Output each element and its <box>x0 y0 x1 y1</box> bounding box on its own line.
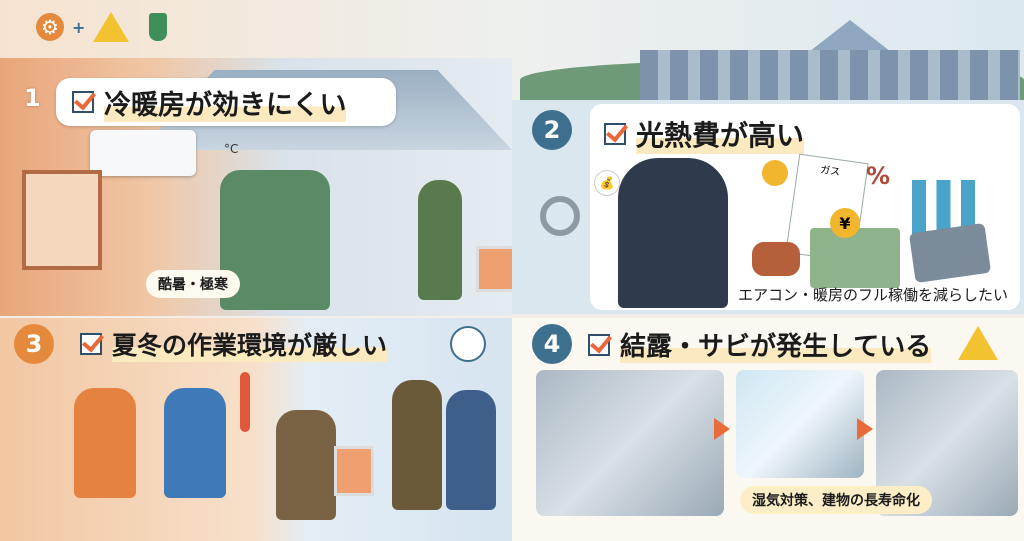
warning-icon <box>93 12 130 42</box>
worker-vest-orange-illustration <box>74 388 136 498</box>
heater-illustration <box>334 446 374 496</box>
panel-3-title-row: 夏冬の作業環境が厳しい <box>80 326 388 362</box>
bill-gas-label: ガス <box>819 164 841 179</box>
panel-2-title-row: 光熱費が高い <box>604 114 805 154</box>
panel-4-title: 結露・サビが発生している <box>620 326 932 363</box>
warning-icon <box>958 326 998 360</box>
cold-worker-2-illustration <box>392 380 442 510</box>
air-conditioner-illustration <box>90 130 196 176</box>
condensation-window-image <box>736 370 864 478</box>
panel-2-number: 2 <box>532 110 572 150</box>
thermometer-icon <box>240 372 250 432</box>
money-bag-icon: 💰 <box>594 170 620 196</box>
window-illustration <box>22 170 102 270</box>
checkbox-icon <box>604 123 626 145</box>
cold-worker-1-illustration <box>276 410 336 520</box>
cash-stack-illustration <box>810 228 900 288</box>
panel-3-number: 3 <box>14 324 54 364</box>
plus-sign: + <box>72 17 86 37</box>
panel-1-title: 冷暖房が効きにくい <box>104 82 347 122</box>
worker-cold-illustration <box>418 180 462 300</box>
header-icons: ⚙ + <box>36 12 168 42</box>
checkbox-icon <box>72 91 94 113</box>
businessman-illustration <box>618 158 728 308</box>
checkbox-icon <box>588 333 610 356</box>
condensation-wall-image <box>536 370 724 516</box>
plug-icon <box>149 13 168 41</box>
calculator-illustration <box>908 222 992 284</box>
electricity-icon <box>762 160 788 186</box>
gear-plug-illustration <box>540 196 580 236</box>
panel-1-number: 1 <box>24 84 41 112</box>
worker-vest-blue-illustration <box>164 388 226 498</box>
panel-3-title: 夏冬の作業環境が厳しい <box>112 326 388 362</box>
panel-1-title-box: 冷暖房が効きにくい <box>56 78 396 126</box>
panel-4-title-row: 結露・サビが発生している <box>588 326 932 363</box>
clock-icon <box>450 326 486 362</box>
wallet-illustration <box>752 242 800 276</box>
arrow-right-icon <box>857 418 873 440</box>
percent-sign: % <box>866 162 891 190</box>
panel-4-number: 4 <box>532 324 572 364</box>
arrow-right-icon <box>714 418 730 440</box>
checkbox-icon <box>80 333 102 355</box>
panel-1-label: 酷暑・極寒 <box>146 270 240 298</box>
panel-2-title: 光熱費が高い <box>636 114 805 154</box>
cold-worker-3-illustration <box>446 390 496 510</box>
gear-icon: ⚙ <box>36 13 64 41</box>
city-skyline-illustration <box>640 50 1020 100</box>
panel-4-label: 湿気対策、建物の長寿命化 <box>740 486 932 514</box>
yen-coin-icon: ¥ <box>830 208 860 238</box>
thermometer-icon: °C <box>224 142 239 156</box>
panel-2-label: エアコン・暖房のフル稼働を減らしたい <box>738 286 1009 304</box>
